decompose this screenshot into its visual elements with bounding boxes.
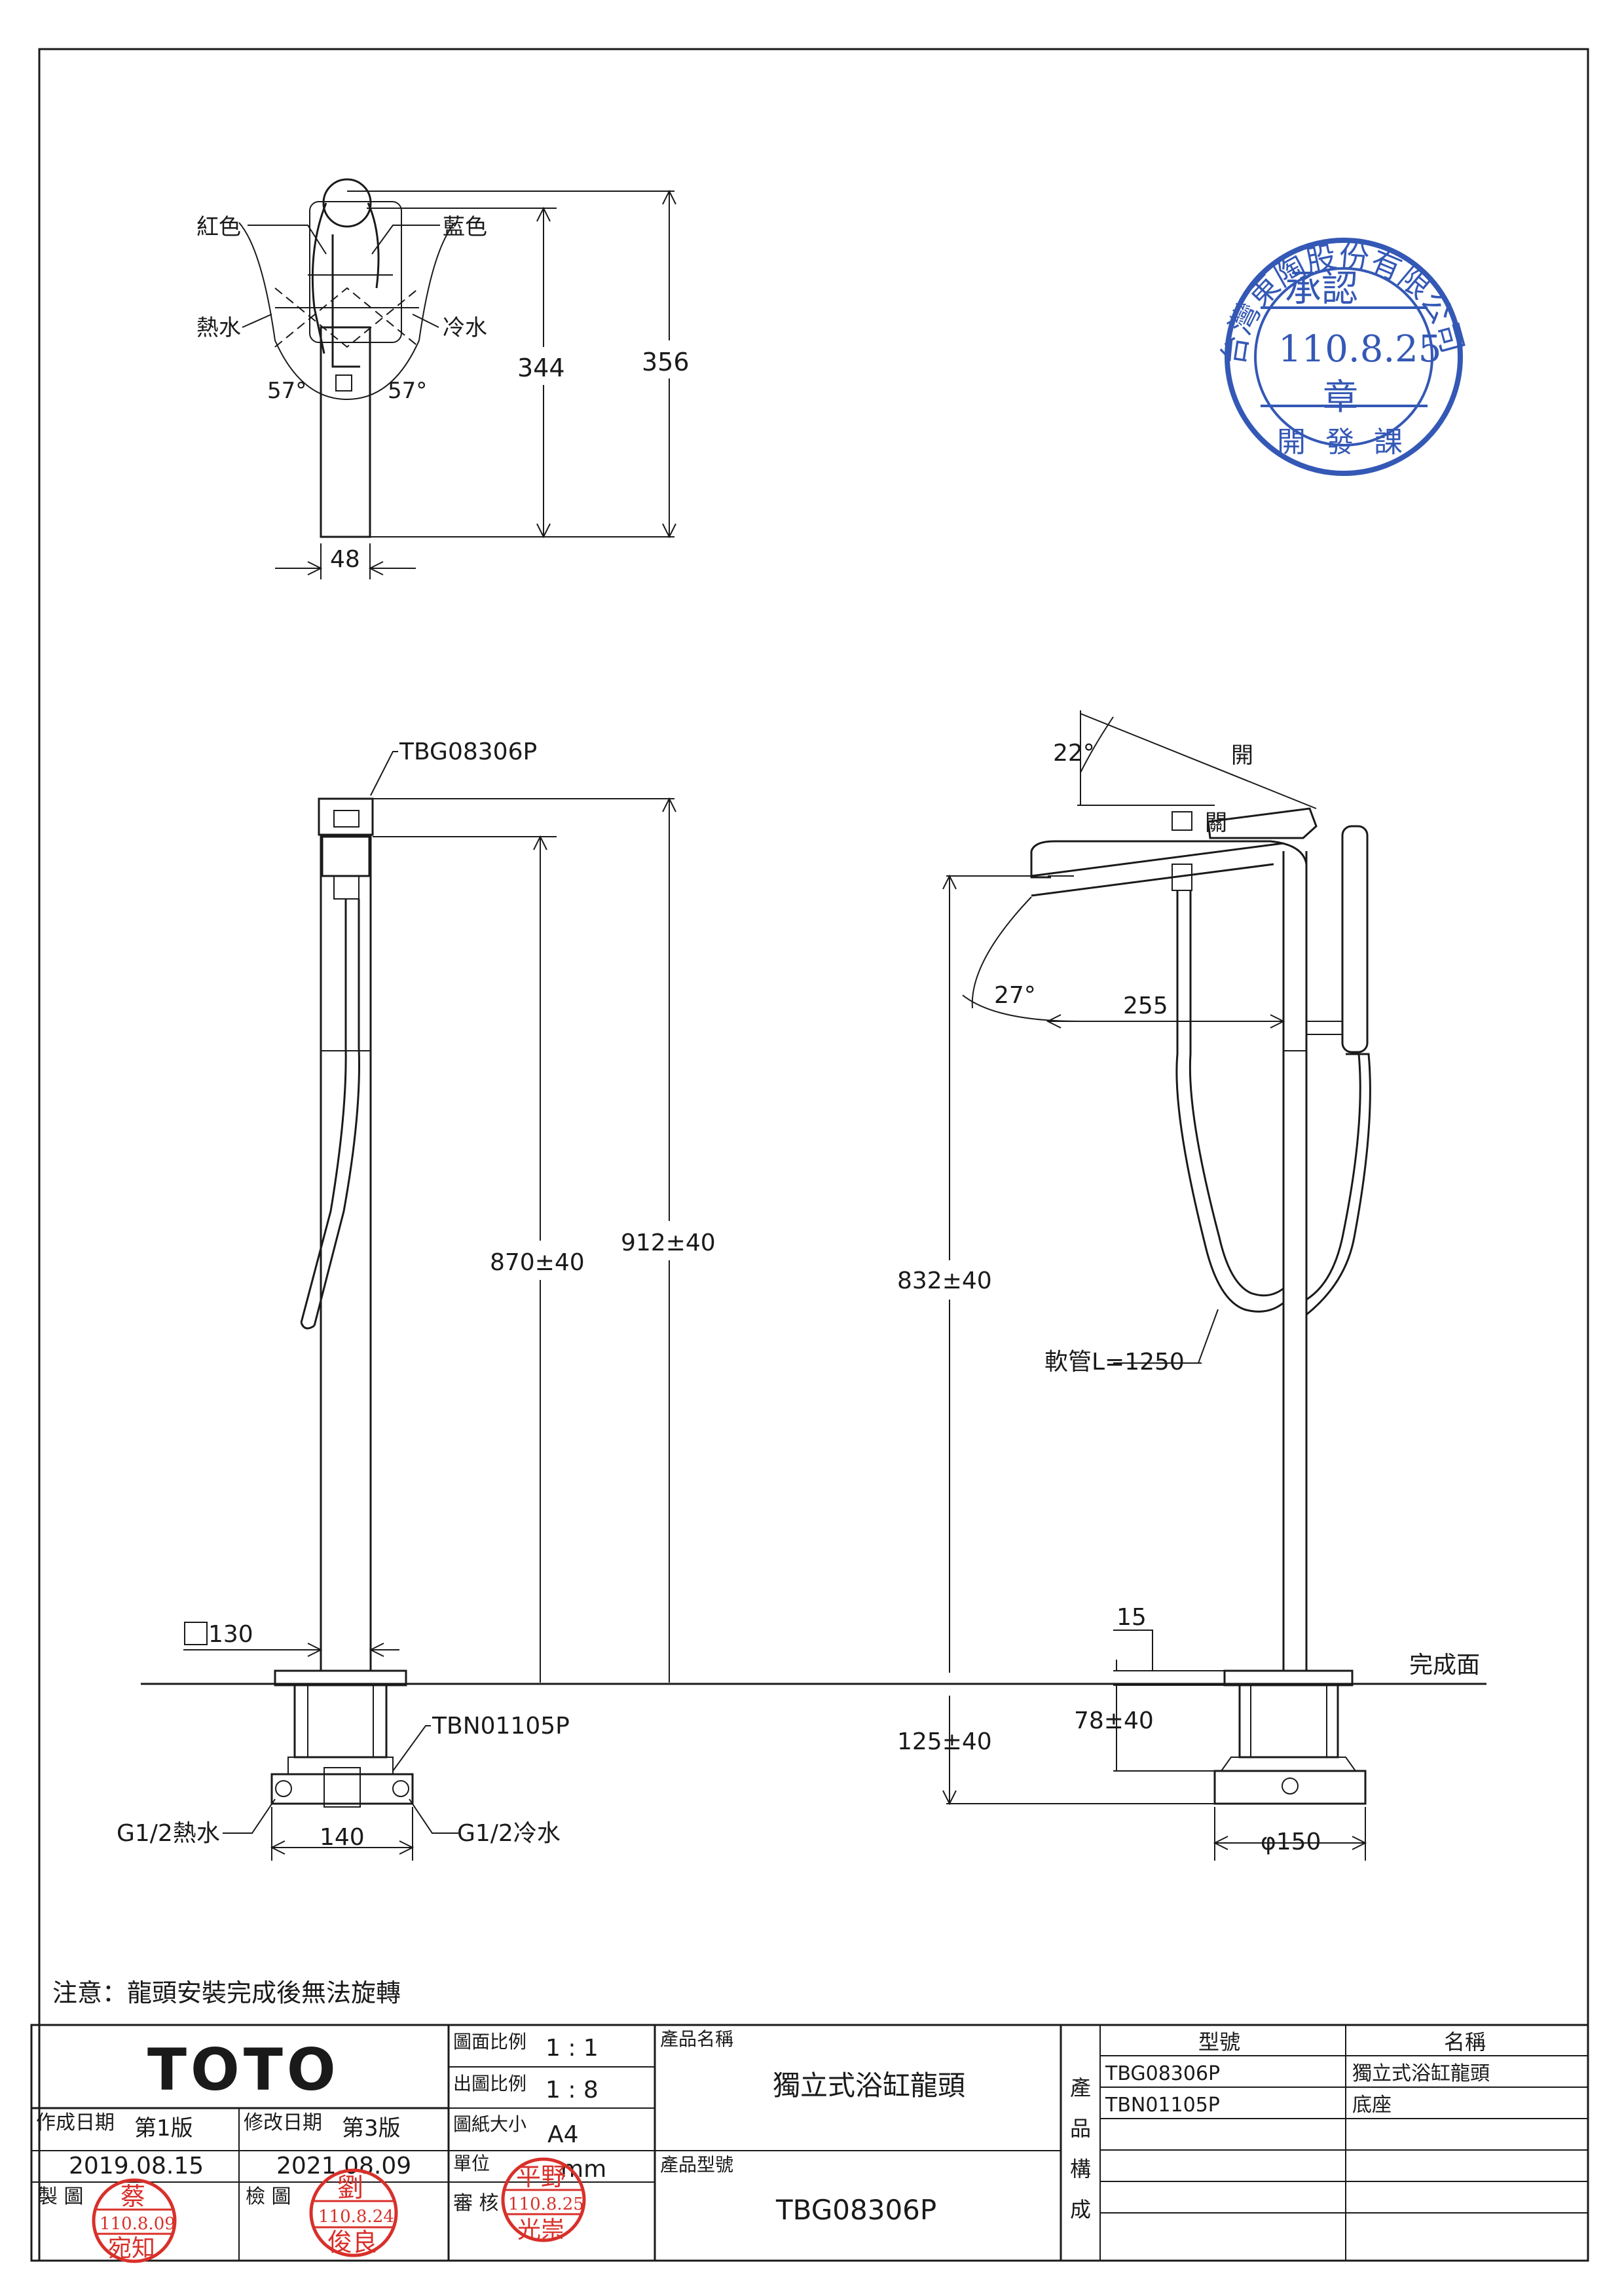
scale-value: 1 : 1 — [545, 2035, 599, 2062]
created-date: 2019.08.15 — [69, 2153, 204, 2179]
product-name-label: 產品名稱 — [660, 2028, 733, 2050]
approval-stamp: 台灣東陶股份有限公司 承認 110.8.25 章 開發課 — [1215, 238, 1471, 476]
review-label: 審 核 — [453, 2192, 499, 2215]
dim-15: 15 — [1116, 1604, 1147, 1631]
top-view: 紅色 藍色 熱水 冷水 57° 57° 344 356 48 — [196, 178, 704, 579]
angle-22: 22° — [1053, 740, 1095, 767]
stamp-review: 平野 110.8.25 光崇 — [501, 2157, 586, 2244]
dim-870: 870±40 — [490, 1249, 585, 1276]
square-symbol — [184, 1622, 208, 1645]
scale-label: 圖面比例 — [453, 2031, 526, 2052]
created-version: 第1版 — [134, 2115, 193, 2141]
composition-label-1: 產 — [1070, 2075, 1091, 2100]
dim-48: 48 — [330, 546, 360, 573]
drawn-label: 製 圖 — [38, 2185, 84, 2208]
label-open: 開 — [1231, 742, 1253, 769]
product-name: 獨立式浴缸龍頭 — [773, 2069, 965, 2102]
hose-length: 軟管L=1250 — [1044, 1349, 1185, 1376]
stamp-review-bottom: 光崇 — [517, 2217, 564, 2244]
stamp-date: 110.8.25 — [1278, 328, 1441, 371]
hot-inlet: G1/2熱水 — [117, 1820, 220, 1847]
installation-note: 注意：龍頭安裝完成後無法旋轉 — [52, 1978, 401, 2007]
angle-left: 57° — [267, 378, 306, 404]
modified-date: 2021.08.09 — [276, 2153, 411, 2179]
comp-name-2: 底座 — [1352, 2094, 1392, 2117]
stamp-checked-top: 劉 — [337, 2173, 363, 2203]
dim-150: φ150 — [1261, 1829, 1321, 1855]
dim-344: 344 — [517, 354, 565, 382]
label-cold: 冷水 — [443, 315, 487, 341]
brand-logo: TOTO — [147, 2036, 340, 2104]
paper-value: A4 — [547, 2121, 579, 2148]
stamp-checked: 劉 110.8.24 俊良 — [309, 2168, 398, 2257]
label-close: 關 — [1205, 810, 1227, 836]
dim-912: 912±40 — [621, 1230, 716, 1256]
stamp-drawn-top: 蔡 — [120, 2182, 145, 2211]
dim-140: 140 — [320, 1824, 365, 1851]
paper-label: 圖紙大小 — [453, 2113, 526, 2135]
unit-label: 單位 — [453, 2153, 490, 2174]
stamp-center: 章 — [1323, 376, 1358, 418]
modified-version: 第3版 — [342, 2115, 401, 2141]
stamp-checked-date: 110.8.24 — [318, 2207, 394, 2227]
print-scale-value: 1 : 8 — [545, 2077, 599, 2104]
title-block: TOTO 作成日期 第1版 2019.08.15 修改日期 第3版 2021.0… — [30, 2024, 1589, 2263]
product-model-label: 產品型號 — [660, 2154, 733, 2176]
angle-27: 27° — [994, 982, 1036, 1009]
dim-125: 125±40 — [897, 1728, 992, 1755]
stamp-drawn-bottom: 宛知 — [108, 2235, 155, 2262]
comp-header-model: 型號 — [1198, 2030, 1240, 2054]
composition-label-4: 成 — [1070, 2197, 1091, 2222]
callout-model: TBG08306P — [399, 738, 537, 765]
checked-label: 檢 圖 — [246, 2185, 291, 2208]
composition-label-2: 品 — [1070, 2116, 1091, 2141]
composition-label-3: 構 — [1070, 2157, 1091, 2181]
dim-255: 255 — [1123, 993, 1168, 1019]
product-model: TBG08306P — [775, 2194, 936, 2226]
label-blue: 藍色 — [443, 214, 487, 240]
square-130: 130 — [208, 1621, 253, 1648]
comp-name-1: 獨立式浴缸龍頭 — [1352, 2062, 1490, 2085]
stamp-review-top: 平野 — [516, 2162, 566, 2191]
modified-label: 修改日期 — [244, 2111, 322, 2134]
stamp-drawn-date: 110.8.09 — [100, 2214, 175, 2234]
cold-inlet: G1/2冷水 — [457, 1820, 561, 1847]
side-view: 832±40 125±40 27° 255 22° 開 關 軟管L=1250 1… — [891, 710, 1480, 1861]
stamp-checked-bottom: 俊良 — [327, 2228, 377, 2257]
stamp-dept: 開發課 — [1277, 426, 1422, 459]
comp-model-2: TBN01105P — [1105, 2094, 1220, 2117]
front-view: 870±40 912±40 TBG08306P TBN01105P 130 14… — [117, 738, 730, 1861]
callout-base: TBN01105P — [432, 1713, 570, 1740]
unit-value: mm — [561, 2156, 606, 2183]
stamp-drawn: 蔡 110.8.09 宛知 — [92, 2178, 177, 2263]
label-hot: 熱水 — [196, 315, 241, 341]
stamp-review-date: 110.8.25 — [508, 2195, 584, 2214]
created-label: 作成日期 — [36, 2111, 115, 2134]
label-red: 紅色 — [196, 214, 241, 240]
angle-right: 57° — [388, 378, 427, 404]
comp-header-name: 名稱 — [1444, 2030, 1486, 2054]
dim-78: 78±40 — [1074, 1707, 1154, 1734]
comp-model-1: TBG08306P — [1105, 2062, 1220, 2085]
finish-surface: 完成面 — [1409, 1652, 1480, 1679]
dim-832: 832±40 — [897, 1267, 992, 1294]
print-scale-label: 出圖比例 — [453, 2073, 526, 2094]
dim-356: 356 — [642, 348, 690, 376]
stamp-top: 承認 — [1285, 268, 1358, 310]
